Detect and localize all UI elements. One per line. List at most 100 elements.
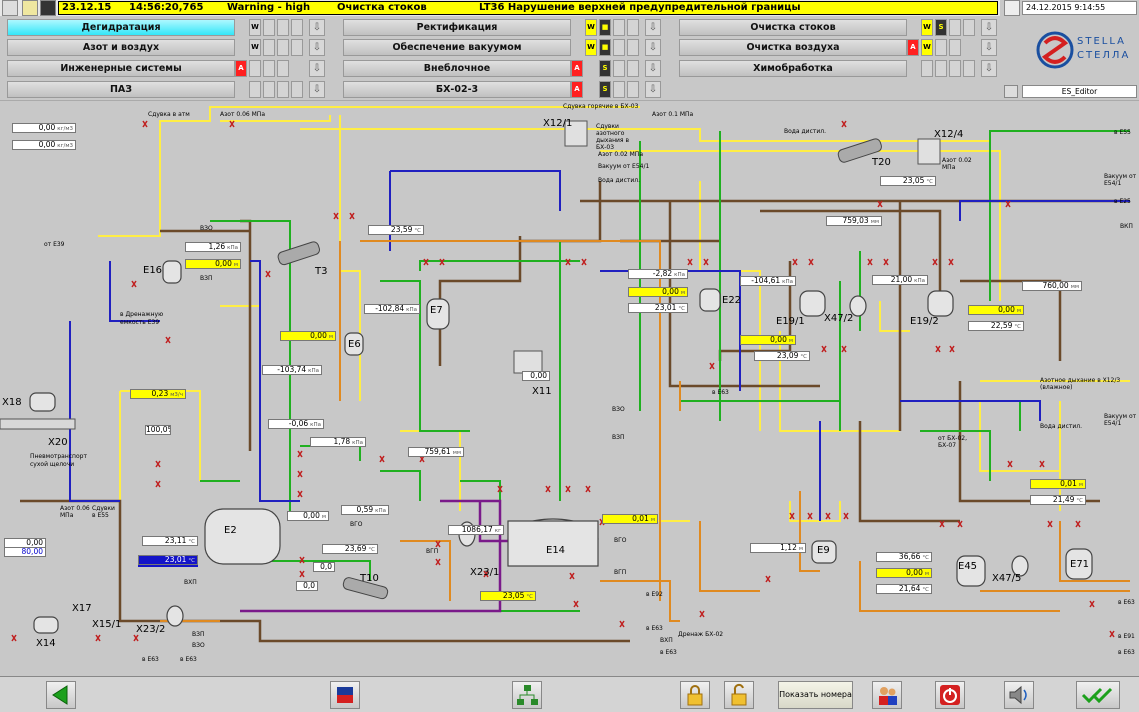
nav-arrow-icon[interactable]: ⇩ — [645, 60, 661, 77]
lock-button[interactable] — [680, 681, 710, 709]
nav-arrow-icon[interactable]: ⇩ — [309, 19, 325, 36]
label-pneumo2: сухой щелочи — [30, 461, 75, 468]
calendar-icon[interactable] — [1004, 0, 1020, 16]
label-vakuum: Вакуум от Е54/1 — [598, 163, 650, 170]
nav-paz[interactable]: ПАЗ — [7, 81, 235, 98]
nav-degidratsiya[interactable]: Дегидратация — [7, 19, 235, 36]
label-vzp-2: ВЗП — [612, 434, 625, 441]
label-v-e55: в Е55 — [1114, 129, 1131, 136]
value-e2-temp1: 23,11°C — [142, 536, 198, 546]
label-x17: X17 — [72, 603, 92, 614]
nav-himobrabotka[interactable]: Химобработка — [679, 60, 907, 77]
system-clock: 24.12.2015 9:14:55 — [1022, 1, 1137, 15]
monitor-icon[interactable] — [1004, 85, 1018, 98]
nav-ochistka-vozduha[interactable]: Очистка воздуха — [679, 39, 907, 56]
label-voda-3: Вода дистил. — [1040, 423, 1083, 430]
nav-vneblochnoe[interactable]: Внеблочное — [343, 60, 571, 77]
flag-icon — [337, 687, 353, 703]
users-button[interactable] — [872, 681, 902, 709]
nav-arrow-icon[interactable]: ⇩ — [645, 81, 661, 98]
label-e45: E45 — [958, 561, 978, 572]
label-x23-1: X23/1 — [470, 567, 500, 578]
power-button[interactable] — [935, 681, 965, 709]
blue-pipes — [69, 170, 1130, 521]
alarm-severity: Warning - high — [227, 2, 311, 13]
unlock-button[interactable] — [724, 681, 754, 709]
nav-arrow-icon[interactable]: ⇩ — [309, 81, 325, 98]
label-e7: E7 — [430, 305, 443, 316]
label-x18: X18 — [2, 397, 22, 408]
nav-status-z — [627, 81, 639, 98]
label-e6: E6 — [348, 339, 361, 350]
label-v-e63f: в Е63 — [1118, 599, 1135, 606]
label-v-e63: в Е63 — [142, 656, 159, 663]
check-icon — [1081, 687, 1113, 704]
value-e71-temp: 21,49°C — [1030, 495, 1086, 505]
label-vgp-2: ВГП — [614, 569, 627, 576]
mail-icon[interactable] — [22, 0, 38, 16]
label-t3: T3 — [315, 266, 328, 277]
active-alarm-banner[interactable]: 23.12.15 14:56:20,765 Warning - high Очи… — [58, 1, 998, 15]
x20-platform — [0, 418, 76, 430]
label-vzo-3: ВЗО — [192, 642, 205, 649]
nav-vakuum[interactable]: Обеспечение вакуумом — [343, 39, 571, 56]
t3-exchanger — [277, 241, 320, 266]
value-e19-temp: 23,09°C — [754, 351, 810, 361]
nav-status-s: ■ — [599, 39, 611, 56]
nav-arrow-icon[interactable]: ⇩ — [309, 60, 325, 77]
label-t20: T20 — [872, 157, 891, 168]
filter-icon[interactable] — [40, 0, 56, 16]
nav-ochistka-stokov[interactable]: Очистка стоков — [679, 19, 907, 36]
label-v-e91: в Е91 — [1118, 633, 1135, 640]
label-sduvki-e55: Сдувки в Е55 — [92, 505, 115, 519]
nav-status-x — [935, 39, 947, 56]
logo-text-latin: STELLA — [1077, 36, 1126, 47]
nav-bh-02-3[interactable]: БХ-02-3 — [343, 81, 571, 98]
nav-status-a: A — [571, 81, 583, 98]
nav-arrow-icon[interactable]: ⇩ — [981, 19, 997, 36]
label-vxp-2: ВХП — [660, 637, 673, 644]
label-azot-01: Азот 0.1 МПа — [652, 111, 694, 118]
label-e19-1: E19/1 — [776, 316, 805, 327]
value-e2-valve-percent: 100,0% — [145, 425, 171, 435]
ack-icon[interactable] — [2, 0, 18, 16]
nav-arrow-icon[interactable]: ⇩ — [645, 19, 661, 36]
nav-rektifikatsiya[interactable]: Ректификация — [343, 19, 571, 36]
nav-arrow-icon[interactable]: ⇩ — [645, 39, 661, 56]
nav-arrow-icon[interactable]: ⇩ — [981, 39, 997, 56]
acknowledge-all-button[interactable] — [1076, 681, 1120, 709]
alarm-area: Очистка стоков — [337, 2, 427, 13]
network-button[interactable] — [512, 681, 542, 709]
nav-arrow-icon[interactable]: ⇩ — [981, 60, 997, 77]
label-v-e63e: в Е63 — [712, 389, 729, 396]
nav-arrow-icon[interactable]: ⇩ — [309, 39, 325, 56]
sound-button[interactable] — [1004, 681, 1034, 709]
back-button[interactable] — [46, 681, 76, 709]
value-t10-1: 0,0 — [313, 562, 335, 572]
label-v-e63c: в Е63 — [646, 625, 663, 632]
nav-status-s — [263, 81, 275, 98]
label-v-e25: в Е25 — [1114, 198, 1131, 205]
language-button[interactable] — [330, 681, 360, 709]
label-x11: X11 — [532, 386, 552, 397]
label-e2: E2 — [224, 525, 237, 536]
label-pneumo: Пневмотранспорт — [30, 453, 87, 460]
show-numbers-button[interactable]: Показать номера — [778, 681, 853, 709]
nav-azot-vozduh[interactable]: Азот и воздух — [7, 39, 235, 56]
x12-1-device — [564, 120, 588, 147]
label-e71: E71 — [1070, 559, 1090, 570]
nav-inzhenernye[interactable]: Инженерные системы — [7, 60, 235, 77]
pipe-network — [0, 106, 1130, 643]
label-azot-006b: Азот 0.06 МПа — [60, 505, 90, 519]
